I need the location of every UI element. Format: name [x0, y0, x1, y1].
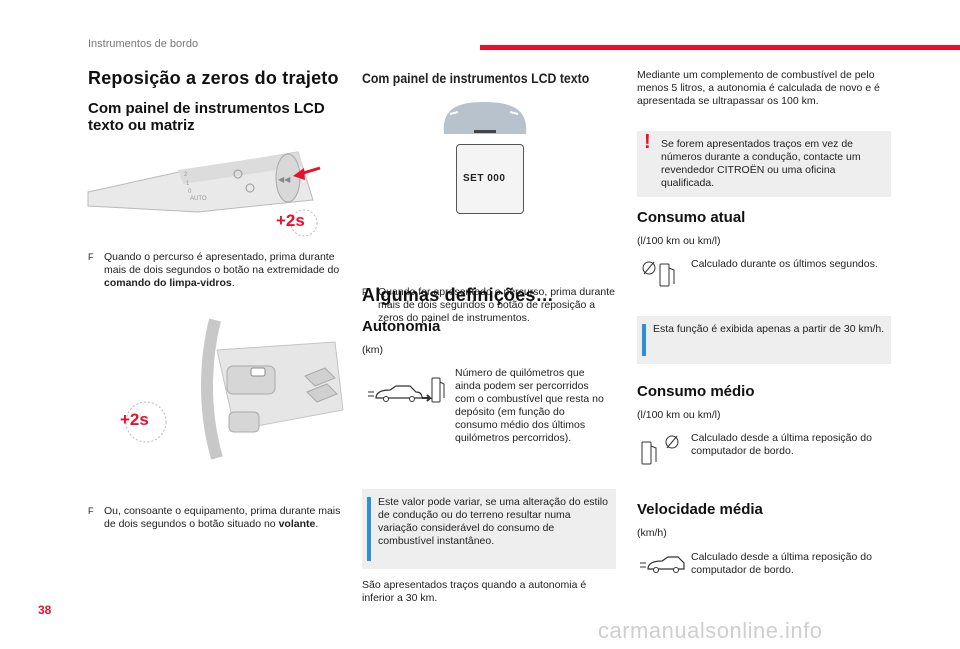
heading-consumo-medio: Consumo médio [637, 383, 755, 400]
section-title-reset: Reposição a zeros do trajeto [88, 68, 339, 88]
info-box-30kmh: Esta função é exibida apenas a partir de… [637, 316, 891, 364]
lcd-display-set: SET 000 [456, 144, 524, 214]
svg-text:2: 2 [184, 172, 188, 178]
range-car-fuel-icon [366, 372, 446, 408]
warning-icon: ! [644, 131, 651, 153]
autonomia-dashes-note: São apresentados traços quando a autonom… [362, 579, 587, 604]
heading-autonomia: Autonomia [362, 318, 441, 335]
info-icon [367, 497, 371, 561]
running-header: Instrumentos de bordo [88, 38, 199, 50]
unit-velocidade: (km/h) [637, 527, 667, 539]
steering-wheel-illustration [195, 318, 344, 460]
warning-box-dashes: ! Se forem apresentados traços em vez de… [637, 131, 891, 197]
autonomia-description: Número de quilómetros que ainda podem se… [455, 367, 604, 444]
watermark: carmanualsonline.info [598, 618, 823, 643]
bullet-marker: F [88, 252, 94, 262]
unit-consumo-atual: (l/100 km ou km/l) [637, 235, 721, 247]
consumo-medio-description: Calculado desde a última reposição do co… [691, 432, 872, 457]
unit-consumo-medio: (l/100 km ou km/l) [637, 409, 721, 421]
header-accent-bar [480, 45, 960, 50]
velocidade-media-description: Calculado desde a última reposição do co… [691, 551, 872, 576]
instrument-cluster-icon [440, 98, 530, 138]
svg-text:◀◀: ◀◀ [278, 175, 291, 184]
lcd-display-text: SET 000 [463, 173, 506, 184]
svg-text:0: 0 [188, 189, 192, 195]
info-icon [642, 324, 646, 356]
page-number: 38 [38, 603, 52, 617]
info-box-variation: Este valor pode variar, se uma alteração… [362, 489, 616, 569]
bullet-steering-reset: F Ou, consoante o equipamento, prima dur… [88, 505, 341, 530]
average-consumption-icon [640, 432, 684, 468]
svg-text:AUTO: AUTO [190, 196, 207, 202]
bullet-marker: F [88, 506, 94, 516]
bullet-panel-reset: F Quando for apresentado o percurso, pri… [362, 286, 615, 324]
subtitle-lcd-text: Com painel de instrumentos LCD texto [362, 70, 590, 86]
heading-velocidade-media: Velocidade média [637, 501, 763, 518]
hold-2s-badge: +2s [276, 208, 322, 238]
hold-2s-badge-wheel: +2s [120, 401, 184, 454]
unit-autonomia: (km) [362, 344, 383, 356]
refuel-note: Mediante um complemento de combustível d… [637, 69, 880, 107]
svg-text:1: 1 [186, 181, 190, 187]
bullet-wiper-reset: F Quando o percurso é apresentado, prima… [88, 251, 340, 289]
bullet-marker: F [362, 287, 368, 297]
subtitle-lcd-matrix: Com painel de instrumentos LCD texto ou … [88, 100, 325, 134]
consumo-atual-description: Calculado durante os últimos segundos. [691, 258, 878, 270]
section-title-definitions: Algumas definições… [362, 285, 554, 305]
heading-consumo-atual: Consumo atual [637, 209, 746, 226]
instant-consumption-icon [640, 258, 684, 290]
average-speed-car-icon [640, 553, 686, 577]
